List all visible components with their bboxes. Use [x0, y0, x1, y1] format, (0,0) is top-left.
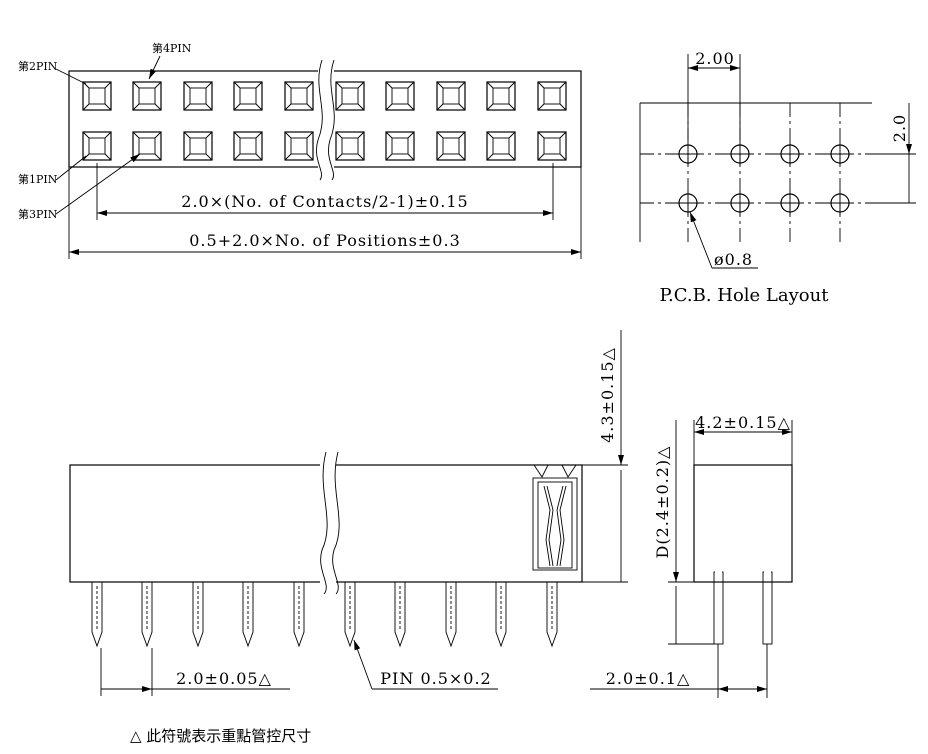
- pcb-hole-grid: [676, 103, 852, 242]
- socket-cell: [385, 81, 415, 111]
- socket-cell: [436, 131, 466, 161]
- pcb-hole: [676, 142, 700, 166]
- side-pin: [192, 582, 204, 648]
- socket-cell: [486, 81, 516, 111]
- pin-label-2: 第2PIN: [18, 59, 58, 73]
- pcb-hole: [828, 191, 852, 215]
- socket-cell: [537, 81, 567, 111]
- socket-cell: [132, 131, 162, 161]
- dim-side-pitch: 2.0±0.05△: [176, 669, 272, 688]
- socket-cell: [486, 131, 516, 161]
- pcb-hole: [728, 191, 752, 215]
- dim-hole: ø0.8: [714, 250, 753, 269]
- pcb-caption: P.C.B. Hole Layout: [660, 285, 830, 306]
- socket-cell: [233, 81, 263, 111]
- socket-cell: [183, 131, 213, 161]
- side-view: 4.3±0.15△ 2.0±0.05△ PIN 0.5×0.2: [69, 330, 628, 696]
- dim-height: 4.3±0.15△: [598, 347, 617, 443]
- socket-cell: [436, 81, 466, 111]
- top-view-pin-grid: [82, 81, 567, 161]
- pin-label-3: 第3PIN: [18, 207, 58, 221]
- pcb-hole-layout: 2.00 2.0 ø0.8 P.C.B. Hole Layout: [639, 49, 916, 306]
- socket-cell: [335, 131, 365, 161]
- socket-cell: [82, 131, 112, 161]
- side-pin: [495, 582, 507, 648]
- pin-label-4: 第4PIN: [152, 41, 192, 55]
- pcb-hole: [778, 191, 802, 215]
- footnote: △ 此符號表示重點管控尺寸: [130, 727, 311, 745]
- dim-contacts: 2.0×(No. of Contacts/2-1)±0.15: [181, 192, 468, 211]
- pcb-hole: [676, 191, 700, 215]
- end-view: 4.2±0.15△ D(2.4±0.2)△ 2.0±0.1△: [590, 413, 793, 698]
- socket-cell: [335, 81, 365, 111]
- dim-pitch-y: 2.0: [890, 114, 909, 142]
- side-view-pins: [91, 582, 558, 648]
- socket-cell: [537, 131, 567, 161]
- socket-cell: [82, 81, 112, 111]
- side-pin: [91, 582, 103, 648]
- dim-end-depth: D(2.4±0.2)△: [653, 446, 672, 559]
- socket-cell: [284, 81, 314, 111]
- side-pin: [394, 582, 406, 648]
- end-view-body: [693, 464, 793, 583]
- pcb-hole: [778, 142, 802, 166]
- side-pin: [445, 582, 457, 648]
- socket-cell: [183, 81, 213, 111]
- top-view: 第2PIN 第4PIN 第1PIN 第3PIN 2.0×(No. of Cont…: [18, 41, 582, 259]
- pin-label-1: 第1PIN: [18, 172, 58, 186]
- side-pin: [141, 582, 153, 648]
- dim-end-width: 4.2±0.15△: [695, 413, 791, 432]
- side-pin: [242, 582, 254, 648]
- socket-cell: [385, 131, 415, 161]
- dim-positions: 0.5+2.0×No. of Positions±0.3: [189, 231, 461, 250]
- socket-cell: [284, 131, 314, 161]
- side-pin: [293, 582, 305, 648]
- pcb-hole: [828, 142, 852, 166]
- dim-pitch-x: 2.00: [695, 49, 735, 68]
- side-pin: [344, 582, 356, 648]
- socket-cell: [132, 81, 162, 111]
- side-pin: [546, 582, 558, 648]
- pcb-hole: [728, 142, 752, 166]
- socket-cell: [233, 131, 263, 161]
- dim-end-pitch: 2.0±0.1△: [606, 669, 691, 688]
- pin-size-label: PIN 0.5×0.2: [380, 669, 491, 688]
